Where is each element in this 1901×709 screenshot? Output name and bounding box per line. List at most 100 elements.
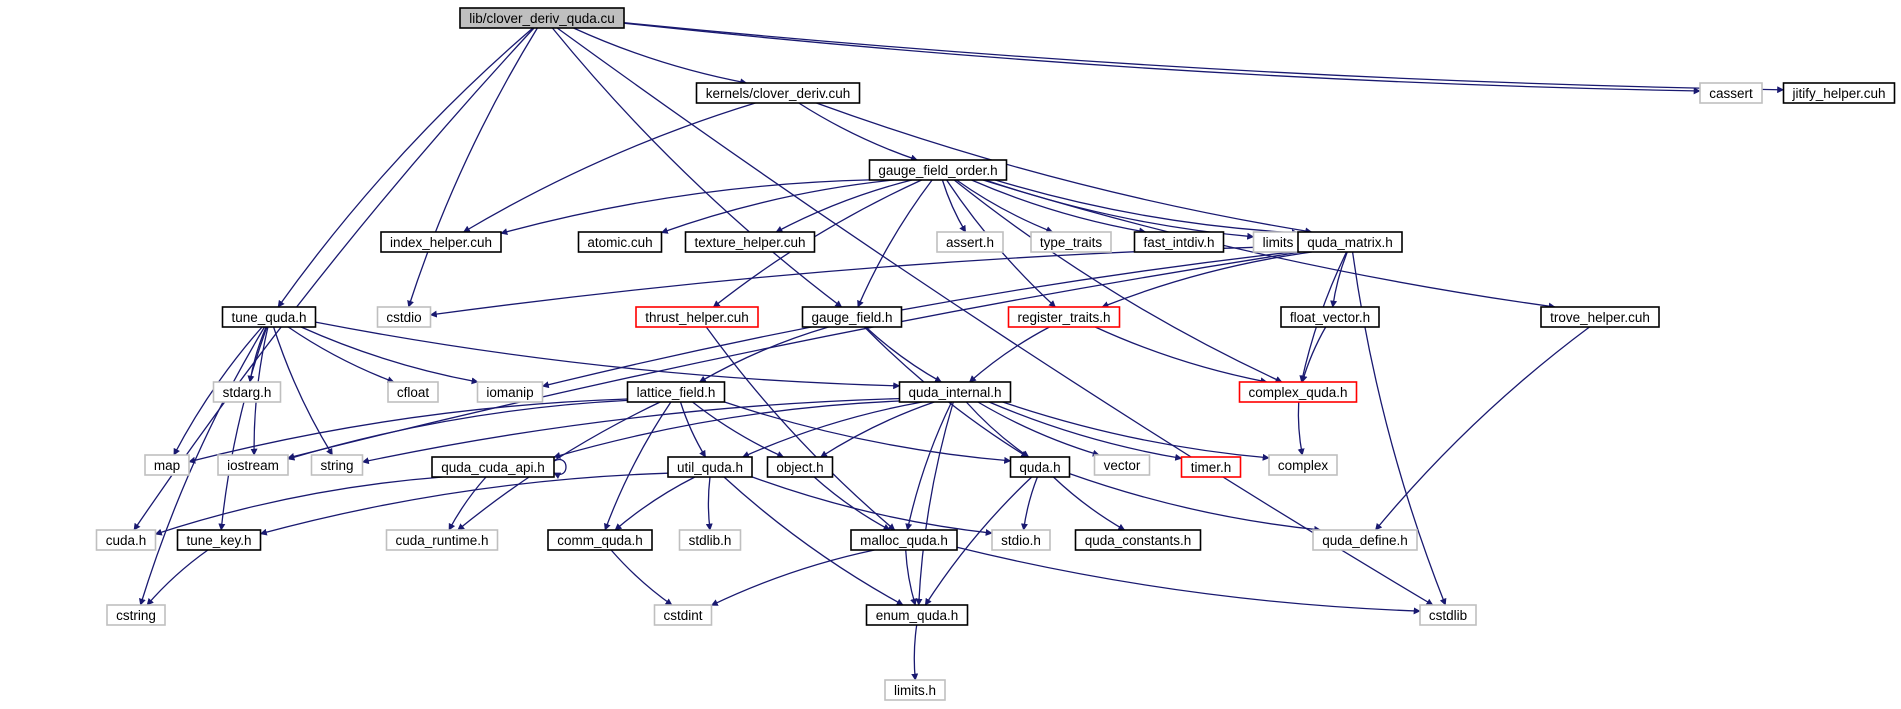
node-jitify[interactable]: jitify_helper.cuh <box>1782 82 1896 104</box>
node-box <box>695 82 861 104</box>
edge-gauge_field-to-quda_internal <box>865 326 942 383</box>
node-box <box>884 679 946 701</box>
node-malloc-quda[interactable]: malloc_quda.h <box>850 529 958 551</box>
edge-quda_h-to-enum_quda <box>924 476 1033 606</box>
node-label: cuda_runtime.h <box>395 533 488 548</box>
edge-trove_helper-to-quda_define <box>1374 326 1590 531</box>
node-quda-matrix[interactable]: quda_matrix.h <box>1297 231 1403 253</box>
edge-quda_cuda_api-to-cuda_runtime <box>448 476 487 531</box>
node-box <box>217 454 289 476</box>
node-box <box>176 529 262 551</box>
node-label: string <box>320 458 353 473</box>
node-complex-quda[interactable]: complex_quda.h <box>1238 381 1358 403</box>
edge-util_quda-to-comm_quda <box>614 476 696 531</box>
node-root[interactable]: lib/clover_deriv_quda.cu <box>459 7 625 29</box>
node-fast-intdiv[interactable]: fast_intdiv.h <box>1133 231 1225 253</box>
node-label: gauge_field_order.h <box>878 163 997 178</box>
node-box <box>1133 231 1225 253</box>
file-nodes: lib/clover_deriv_quda.cu kernels/clover_d… <box>95 7 1896 701</box>
node-label: quda_constants.h <box>1085 533 1192 548</box>
node-timer[interactable]: timer.h <box>1180 456 1242 478</box>
edge-util_quda-to-stdio_h <box>751 476 993 536</box>
edge-register_traits-to-quda_internal <box>968 326 1050 383</box>
node-label: lattice_field.h <box>637 385 716 400</box>
node-util-quda[interactable]: util_quda.h <box>667 456 753 478</box>
edge-root-to-jitify <box>623 22 1785 94</box>
edge-util_quda-to-stdlib_h <box>705 476 713 531</box>
node-quda-define: quda_define.h <box>1312 529 1418 551</box>
node-box <box>1093 454 1151 476</box>
node-quda-h[interactable]: quda.h <box>1009 456 1071 478</box>
node-vector: vector <box>1093 454 1151 476</box>
edge-malloc_quda-to-enum_quda <box>905 549 917 606</box>
node-string: string <box>310 454 364 476</box>
node-lattice-field[interactable]: lattice_field.h <box>626 381 726 403</box>
node-cassert: cassert <box>1699 82 1763 104</box>
edge-clover_deriv-to-index_helper <box>462 102 756 233</box>
edge-lattice_field-to-util_quda <box>679 401 707 458</box>
node-box <box>898 381 1012 403</box>
node-iostream: iostream <box>217 454 289 476</box>
node-box <box>1238 381 1358 403</box>
node-label: iomanip <box>486 385 533 400</box>
node-tune-key[interactable]: tune_key.h <box>176 529 262 551</box>
node-box <box>936 231 1004 253</box>
node-quda-constants[interactable]: quda_constants.h <box>1074 529 1202 551</box>
edge-gfo-to-type_traits <box>956 179 1054 233</box>
edge-malloc_quda-to-cstdint <box>710 549 875 606</box>
node-box <box>1699 82 1763 104</box>
node-comm-quda[interactable]: comm_quda.h <box>547 529 653 551</box>
node-box <box>1280 306 1380 328</box>
edge-quda_matrix-to-iostream <box>287 251 1301 460</box>
node-label: quda_internal.h <box>908 385 1001 400</box>
node-trove-helper[interactable]: trove_helper.cuh <box>1540 306 1660 328</box>
node-label: assert.h <box>946 235 994 250</box>
node-box <box>653 604 713 626</box>
edge-tune_quda-to-cfloat <box>287 326 395 384</box>
node-label: quda_cuda_api.h <box>441 460 545 475</box>
node-box <box>1074 529 1202 551</box>
node-tune-quda[interactable]: tune_quda.h <box>221 306 317 328</box>
node-box <box>212 381 282 403</box>
node-object-h[interactable]: object.h <box>766 456 834 478</box>
node-quda-cuda-api[interactable]: quda_cuda_api.h <box>431 456 555 478</box>
node-label: complex <box>1278 458 1329 473</box>
node-quda-internal[interactable]: quda_internal.h <box>898 381 1012 403</box>
node-gfo[interactable]: gauge_field_order.h <box>868 159 1008 181</box>
node-thrust-helper[interactable]: thrust_helper.cuh <box>635 306 759 328</box>
node-label: tune_quda.h <box>231 310 306 325</box>
edge-gfo-to-gauge_field <box>857 179 933 308</box>
edge-quda_internal-to-enum_quda <box>915 401 954 606</box>
node-float-vector[interactable]: float_vector.h <box>1280 306 1380 328</box>
node-box <box>476 381 544 403</box>
node-label: limits.h <box>894 683 936 698</box>
edge-enum_quda-to-limits_h <box>911 624 919 681</box>
node-limits: limits <box>1252 231 1304 253</box>
node-box <box>95 529 157 551</box>
node-index-helper[interactable]: index_helper.cuh <box>380 231 502 253</box>
node-label: quda_define.h <box>1322 533 1408 548</box>
edge-thrust_helper-to-malloc_quda <box>705 326 896 531</box>
edge-gfo-to-fast_intdiv <box>971 179 1147 235</box>
node-label: type_traits <box>1040 235 1103 250</box>
node-enum-quda[interactable]: enum_quda.h <box>865 604 969 626</box>
edge-tune_quda-to-string <box>272 326 333 456</box>
edge-tune_quda-to-tune_key <box>218 326 268 531</box>
node-label: util_quda.h <box>677 460 743 475</box>
node-stdarg: stdarg.h <box>212 381 282 403</box>
edge-quda_matrix-to-float_vector <box>1330 251 1348 308</box>
node-label: fast_intdiv.h <box>1143 235 1214 250</box>
node-atomic[interactable]: atomic.cuh <box>577 231 663 253</box>
node-clover-deriv[interactable]: kernels/clover_deriv.cuh <box>695 82 861 104</box>
node-texture-helper[interactable]: texture_helper.cuh <box>684 231 816 253</box>
node-gauge-field[interactable]: gauge_field.h <box>801 306 903 328</box>
edge-root-to-tune_quda <box>277 27 534 308</box>
edge-tune_quda-to-iomanip <box>300 326 479 385</box>
node-box <box>221 306 317 328</box>
node-label: complex_quda.h <box>1248 385 1347 400</box>
node-box <box>547 529 653 551</box>
node-label: gauge_field.h <box>811 310 892 325</box>
node-register-traits[interactable]: register_traits.h <box>1007 306 1121 328</box>
node-label: atomic.cuh <box>587 235 652 250</box>
edge-quda_internal-to-object_h <box>820 401 935 458</box>
